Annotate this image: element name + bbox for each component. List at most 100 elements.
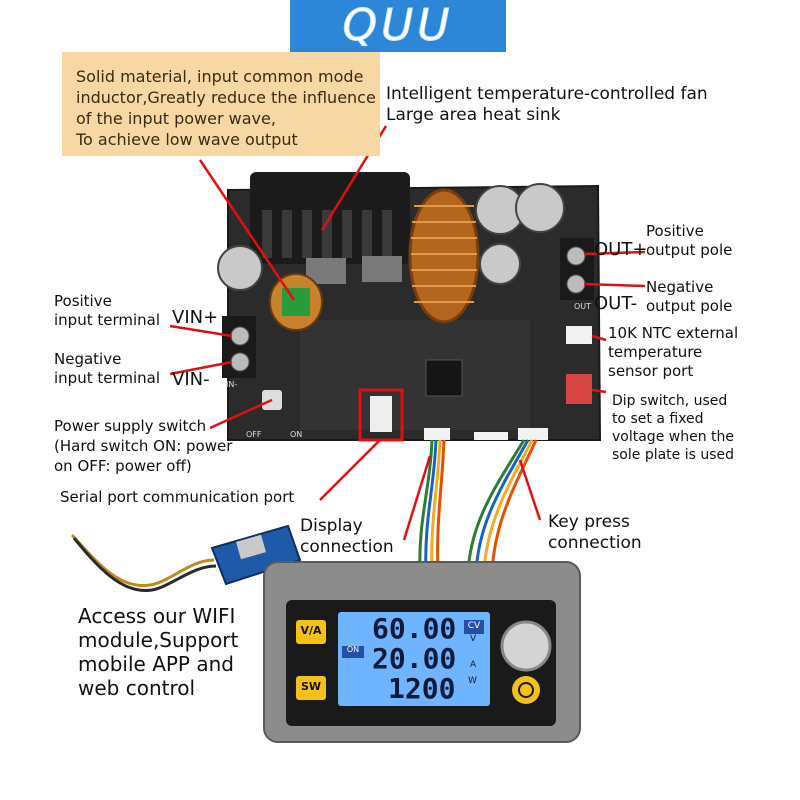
negative-output-label: Negative output pole xyxy=(646,278,732,316)
unit-a: A xyxy=(470,660,477,670)
serial-port-box xyxy=(358,388,404,442)
voltage-readout: 60.00 xyxy=(372,612,457,645)
header-pins xyxy=(474,432,508,440)
inductor-callout-box xyxy=(62,52,380,156)
positive-output-line-2: output pole xyxy=(646,241,733,259)
lcd-screen xyxy=(338,612,490,706)
wifi-line-1: Access our WIFI xyxy=(78,604,236,628)
encoder-knob-control[interactable] xyxy=(502,622,550,670)
ntc-connector xyxy=(566,326,592,344)
sw-button-bg xyxy=(296,676,326,700)
dip-line-1: Dip switch, used xyxy=(612,393,728,409)
fan-label-line-1: Intelligent temperature-controlled fan xyxy=(386,84,708,104)
negative-output-line-2: output pole xyxy=(646,297,733,315)
controller-chip xyxy=(425,359,463,397)
display-port xyxy=(424,428,450,440)
power-button[interactable] xyxy=(512,676,540,704)
unit-v: V xyxy=(470,634,477,644)
key-connection-label: Key press connection xyxy=(548,512,642,554)
dip-line-3: voltage when the xyxy=(612,429,734,445)
toroid-windings xyxy=(411,205,477,303)
brand-logo: QUU xyxy=(342,0,454,51)
sw-button[interactable]: SW xyxy=(300,680,322,693)
ntc-line-3: sensor port xyxy=(608,362,694,380)
brand-banner xyxy=(290,0,506,52)
power-switch-line-3: on OFF: power off) xyxy=(54,457,192,475)
silk-on: ON xyxy=(290,430,303,439)
power-readout: 1200 xyxy=(388,672,456,705)
key-connection-line-2: connection xyxy=(548,533,642,553)
display-connection-label: Display connection xyxy=(300,516,394,558)
display-connection-line-1: Display xyxy=(300,516,363,536)
vin-plus-terminal-label: VIN+ xyxy=(172,307,219,328)
cv-indicator: CV xyxy=(467,621,481,631)
serial-port-connector xyxy=(370,396,392,432)
negative-input-line-2: input terminal xyxy=(54,369,161,387)
display-cable xyxy=(418,439,446,575)
mosfet-2 xyxy=(362,256,402,282)
negative-input-line-1: Negative xyxy=(54,350,122,368)
cv-indicator-bg xyxy=(464,620,484,634)
out-plus-terminal-label: OUT+ xyxy=(594,239,648,260)
va-button[interactable]: V/A xyxy=(300,624,322,637)
common-mode-core xyxy=(282,288,310,316)
positive-output-label: Positive output pole xyxy=(646,222,732,260)
power-switch-line-1: Power supply switch xyxy=(54,417,207,435)
silk-off: OFF xyxy=(246,430,262,439)
callout-line-2: inductor,Greatly reduce the influence xyxy=(76,88,376,107)
positive-input-label: Positive input terminal xyxy=(54,292,160,330)
dip-switch-label: Dip switch, used to set a fixed voltage … xyxy=(612,392,734,464)
va-button-bg xyxy=(296,620,326,644)
silk-in-minus: IN- xyxy=(226,380,238,389)
positive-input-line-1: Positive xyxy=(54,292,112,310)
on-indicator: ON xyxy=(346,645,360,654)
out-plus-screw xyxy=(566,246,586,266)
key-cable xyxy=(466,439,538,575)
key-connection-line-1: Key press xyxy=(548,512,630,532)
key-port xyxy=(518,428,548,440)
callout-line-4: To achieve low wave output xyxy=(76,130,298,149)
encoder-knob xyxy=(500,620,552,672)
wifi-module xyxy=(70,524,302,593)
current-readout: 20.00 xyxy=(372,642,457,675)
capacitor-out-2 xyxy=(515,183,565,233)
display-connection-line-2: connection xyxy=(300,537,394,557)
ntc-line-2: temperature xyxy=(608,343,703,361)
wifi-label: Access our WIFI module,Support mobile AP… xyxy=(78,604,238,700)
power-button-bg xyxy=(512,676,540,704)
positive-input-line-2: input terminal xyxy=(54,311,161,329)
out-minus-screw xyxy=(566,274,586,294)
dip-switch xyxy=(566,374,592,404)
ntc-label: 10K NTC external temperature sensor port xyxy=(608,324,738,381)
fan-label-line-2: Large area heat sink xyxy=(386,105,561,125)
capacitor-in xyxy=(217,245,263,291)
wifi-line-3: mobile APP and xyxy=(78,652,234,676)
dip-line-4: sole plate is used xyxy=(612,447,735,463)
negative-input-label: Negative input terminal xyxy=(54,350,160,388)
fan-label: Intelligent temperature-controlled fan L… xyxy=(386,84,708,126)
serial-port-label: Serial port communication port xyxy=(60,488,295,506)
pcb-inner-shade xyxy=(300,320,530,430)
silk-out: OUT xyxy=(574,302,592,311)
power-switch-line-2: (Hard switch ON: power xyxy=(54,437,233,455)
ntc-line-1: 10K NTC external xyxy=(608,324,739,342)
positive-output-line-1: Positive xyxy=(646,222,704,240)
callout-line-3: of the input power wave, xyxy=(76,109,276,128)
on-indicator-bg xyxy=(342,646,364,658)
wifi-line-4: web control xyxy=(78,676,196,700)
vin-minus-screw xyxy=(230,352,250,372)
vin-plus-screw xyxy=(230,326,250,346)
unit-w: W xyxy=(468,676,477,686)
negative-output-line-1: Negative xyxy=(646,278,714,296)
heatsink-fins xyxy=(262,210,392,258)
dip-line-2: to set a fixed xyxy=(612,411,704,427)
vin-minus-terminal-label: VIN- xyxy=(172,369,210,390)
callout-line-1: Solid material, input common mode xyxy=(76,67,364,86)
leader-lines xyxy=(169,125,646,541)
inductor-callout-text: Solid material, input common mode induct… xyxy=(76,66,376,150)
out-minus-terminal-label: OUT- xyxy=(594,293,638,314)
power-switch-label: Power supply switch (Hard switch ON: pow… xyxy=(54,416,232,476)
wifi-line-2: module,Support xyxy=(78,628,239,652)
capacitor-out-3 xyxy=(479,243,521,285)
